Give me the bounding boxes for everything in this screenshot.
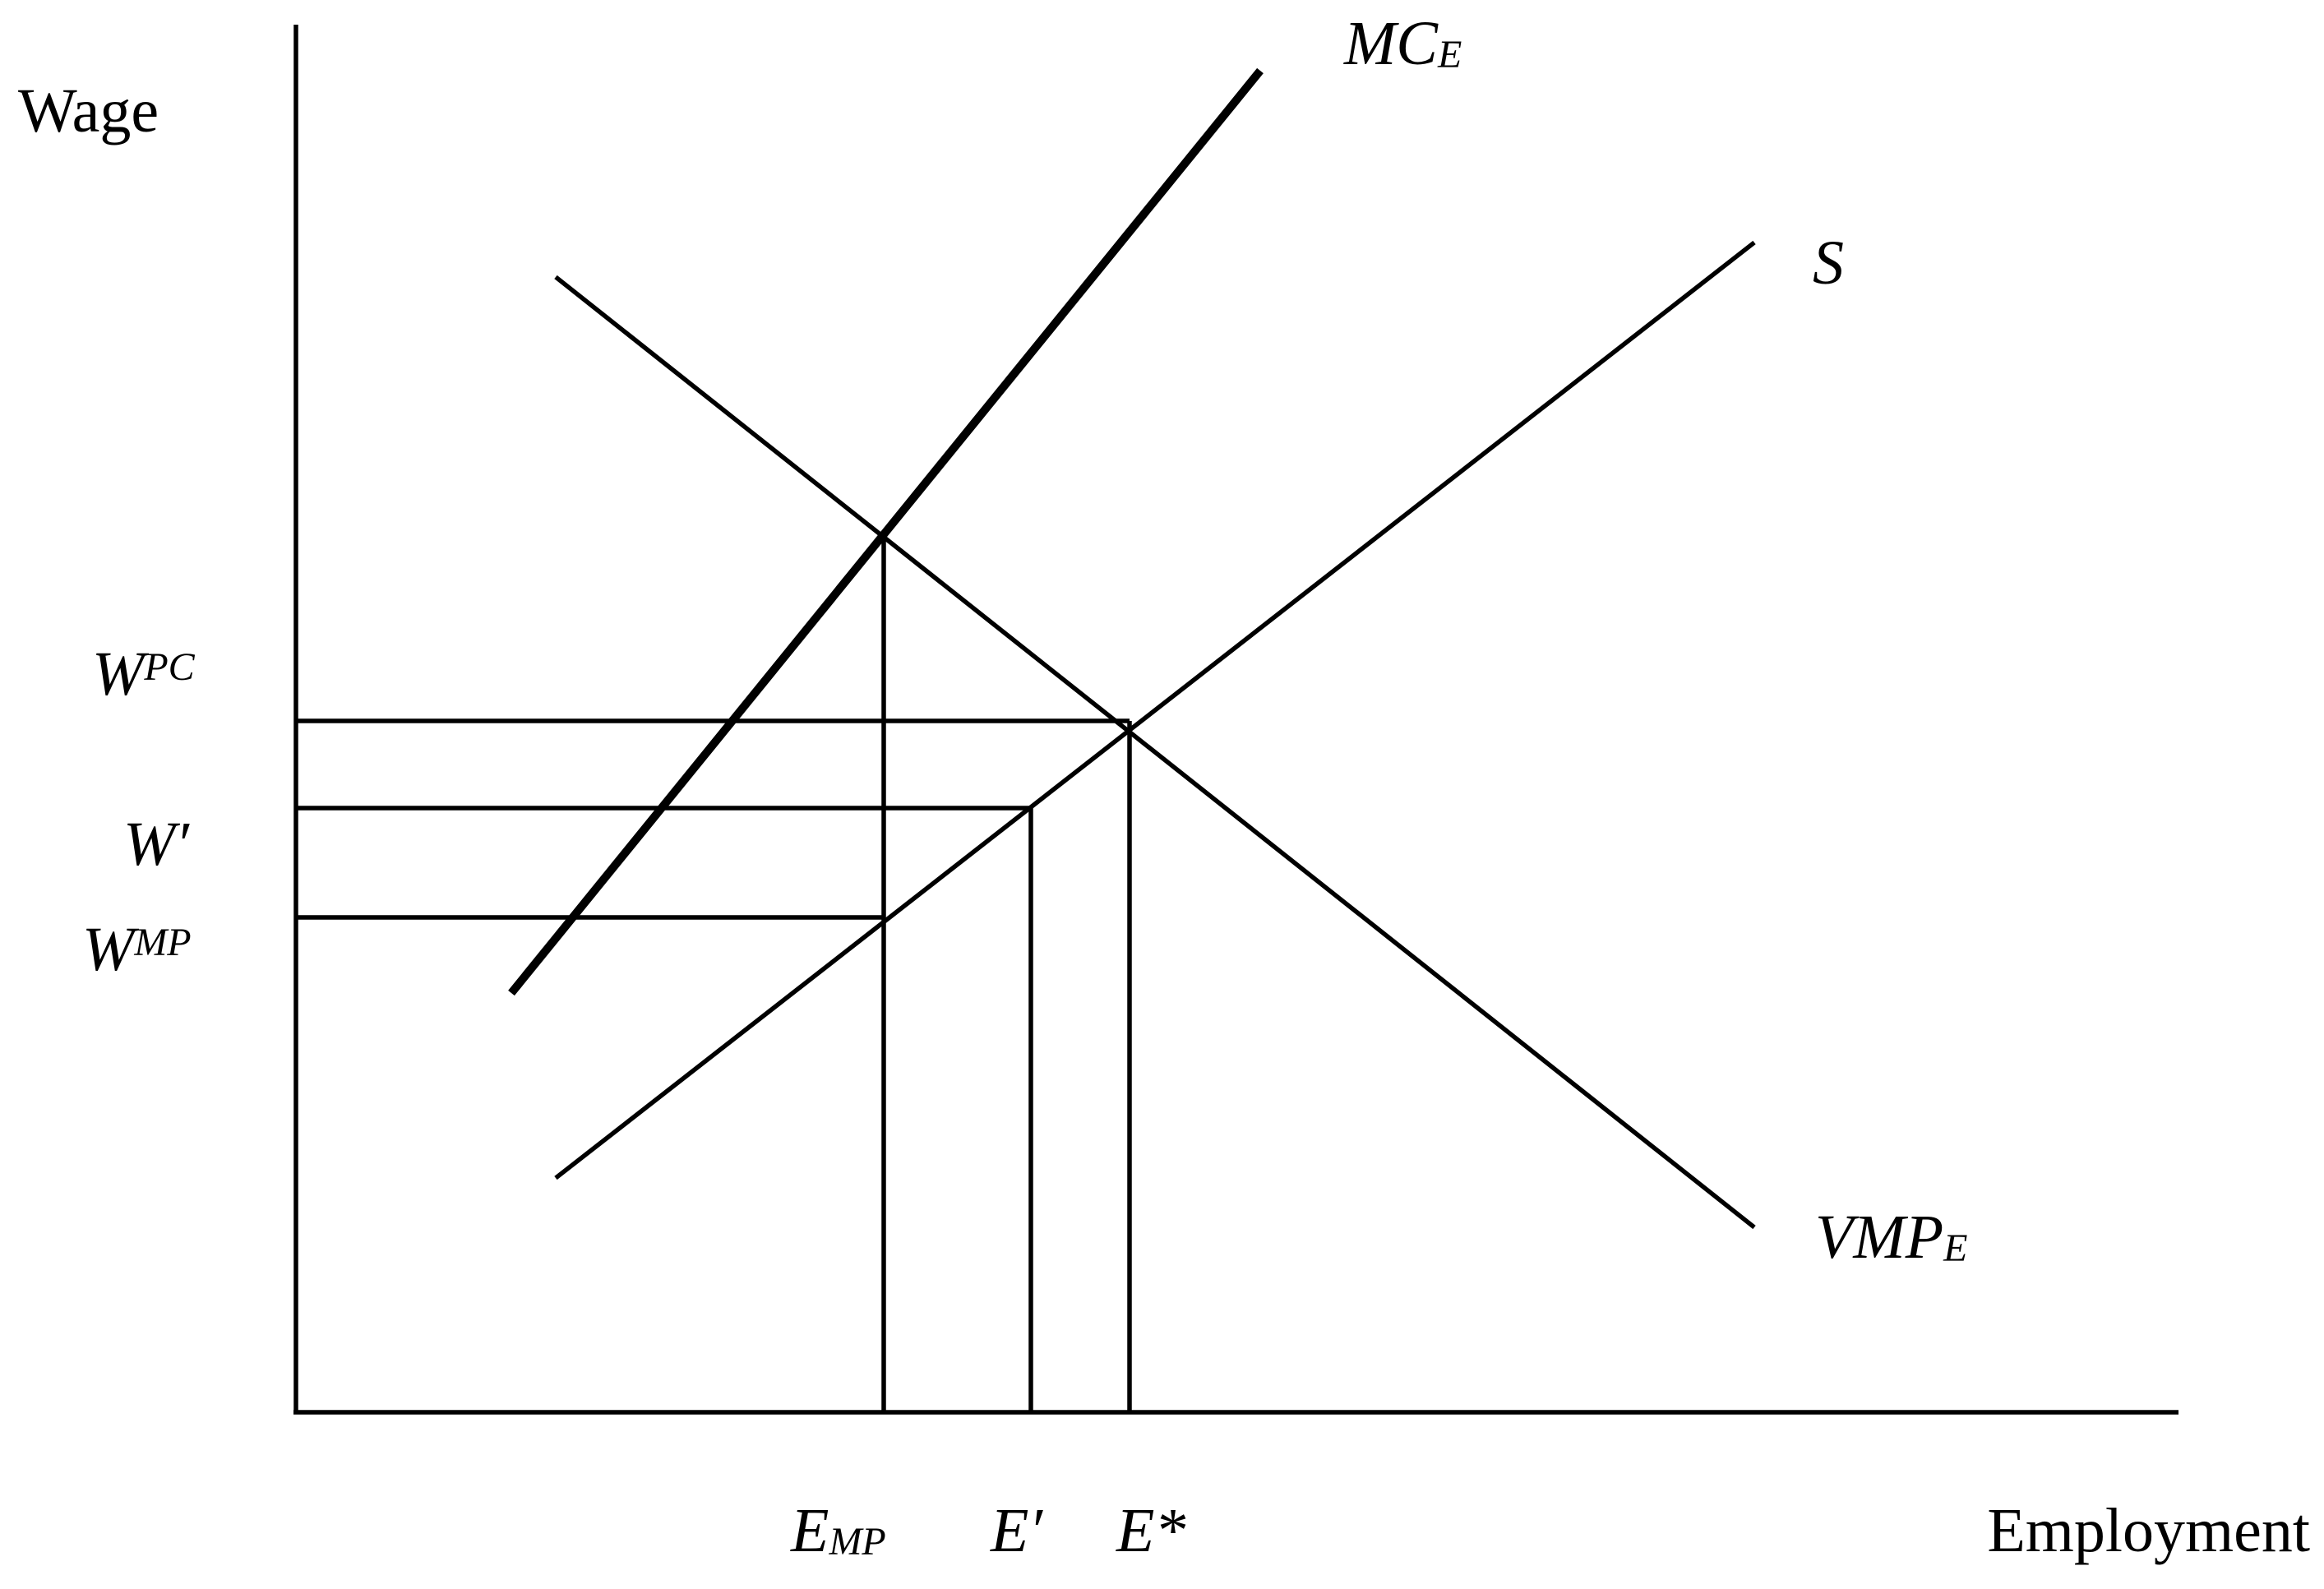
supply-curve-label-main: S <box>1813 229 1844 298</box>
employment-mp-label-main: E <box>790 1496 829 1565</box>
employment-star-label-main: E* <box>1116 1496 1185 1565</box>
mc-curve-label-sub: E <box>1437 33 1462 76</box>
wage-pc-label: WPC <box>92 640 196 709</box>
wage-mp-label: WMP <box>82 915 192 984</box>
supply-curve <box>554 240 1756 1180</box>
marginal-cost-curve <box>508 67 1264 996</box>
wage-pc-label-main: W <box>92 640 150 709</box>
wage-min-label-main: W′ <box>123 810 190 879</box>
vmp-curve-label-sub: E <box>1943 1226 1967 1270</box>
wage-mp-label-sup: MP <box>133 921 191 964</box>
x-axis-label: Employment <box>1987 1496 2310 1565</box>
supply-curve-label: S <box>1813 229 1844 298</box>
employment-min-label: E′ <box>990 1496 1043 1565</box>
y-axis-label: Wage <box>18 76 159 146</box>
demand-curve <box>554 275 1756 1230</box>
wage-mp-label-main: W <box>82 915 140 984</box>
vmp-curve-label-main: VMP <box>1815 1203 1943 1272</box>
employment-mp-label-sub: MP <box>828 1520 885 1564</box>
employment-mp-label: EMP <box>790 1496 886 1565</box>
employment-star-label: E* <box>1116 1496 1185 1565</box>
wage-pc-label-sup: PC <box>143 645 195 689</box>
vmp-curve-label: VMPE <box>1815 1203 1967 1272</box>
employment-min-label-main: E′ <box>990 1496 1043 1565</box>
wage-min-label: W′ <box>123 810 190 879</box>
mc-curve-label: MCE <box>1343 9 1462 78</box>
mc-curve-label-main: MC <box>1343 9 1439 78</box>
